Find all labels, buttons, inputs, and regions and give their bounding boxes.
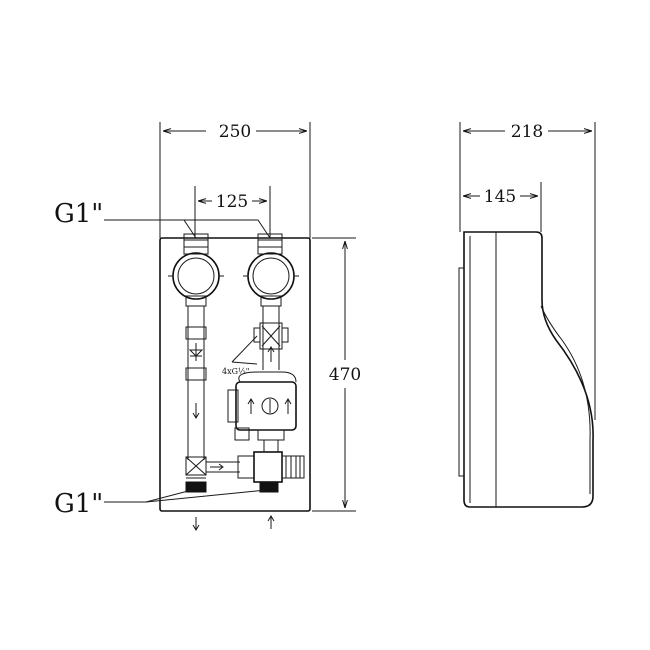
connection-spacing-value: 125	[216, 192, 248, 212]
check-valve-icon	[188, 343, 204, 361]
bottom-connection-leaders	[104, 489, 267, 503]
fittings-note: 4xG½"	[222, 335, 258, 376]
left-bottom-fitting	[185, 456, 207, 493]
front-width-value: 250	[219, 122, 251, 142]
top-connection-leaders	[104, 219, 271, 239]
side-depth-upper-value: 145	[484, 187, 516, 207]
mixing-valve	[206, 451, 305, 493]
front-height-value: 470	[329, 365, 361, 385]
pump-symbol-icon	[261, 397, 279, 415]
bottom-flow-down-arrow-icon	[192, 517, 200, 531]
left-pipe	[185, 306, 207, 460]
dimension-side-depth-upper: 145	[463, 182, 542, 232]
front-view: 250 125 470 G1"	[54, 122, 361, 531]
fittings-note-text: 4xG½"	[222, 367, 249, 376]
flow-down-arrow-icon	[192, 403, 200, 419]
top-connection-label: G1"	[54, 199, 103, 229]
pump-up-arrow-right-icon	[284, 398, 292, 414]
bottom-connection-label: G1"	[54, 489, 103, 519]
right-ball-valve	[243, 252, 299, 307]
pump-up-arrow-left-icon	[247, 398, 255, 414]
dimension-front-width: 250	[159, 122, 311, 238]
right-pipe	[253, 306, 289, 370]
side-view: 218 145	[458, 122, 596, 508]
circulation-pump	[227, 371, 297, 452]
side-depth-total-value: 218	[511, 122, 543, 142]
thermometer-fitting	[253, 322, 289, 350]
top-fittings	[183, 233, 283, 255]
flow-right-arrow-icon	[210, 463, 224, 471]
housing-front	[159, 237, 311, 512]
flow-up-arrow-icon	[267, 346, 275, 362]
bottom-flow-up-arrow-icon	[267, 515, 275, 529]
left-ball-valve	[168, 252, 224, 307]
housing-side	[458, 231, 594, 508]
dimension-front-height: 470	[312, 237, 361, 512]
dimension-connection-spacing: 125	[194, 186, 271, 238]
dimension-side-depth-total: 218	[459, 122, 596, 420]
